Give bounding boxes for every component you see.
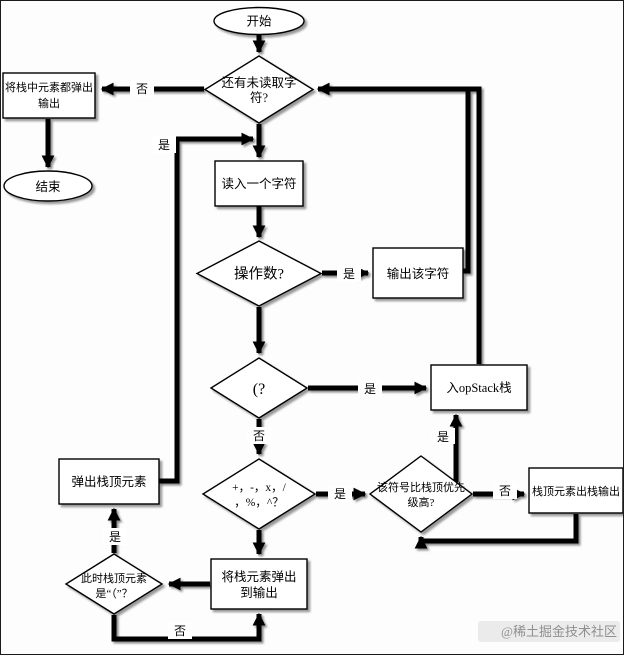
edge-label-bg	[130, 80, 154, 97]
pop-all-output-label-line1: 将栈中元素都弹出	[5, 80, 93, 94]
has-unread-label-line1: 还有未读取字	[221, 75, 296, 90]
edge-label-bg	[103, 528, 127, 545]
pop-all-output-label-line2: 输出	[38, 96, 60, 110]
start-label: 开始	[246, 15, 272, 29]
higher-priority-decision	[368, 455, 474, 533]
start-node	[213, 6, 305, 36]
is-operand-decision	[195, 240, 323, 307]
edge-label-no-unread: 否	[136, 82, 148, 96]
pop-top-output-label: 栈顶元素出栈输出	[532, 484, 620, 498]
edge-label-yes-unread: 是	[158, 138, 170, 152]
watermark-background	[478, 621, 620, 642]
edge-label-bg	[328, 485, 352, 502]
is-left-paren-decision	[209, 357, 309, 419]
end-node	[3, 170, 93, 202]
edge-outputchar-return	[316, 82, 471, 274]
is-operand-label: 操作数?	[234, 266, 284, 283]
edge-label-yes-priority: 是	[437, 430, 449, 444]
edge-label-no-priority: 否	[499, 484, 511, 498]
higher-priority-label-line2: 级高?	[408, 495, 435, 509]
edge-label-yes-operand: 是	[343, 267, 355, 281]
is-left-paren-label: (?	[253, 381, 265, 398]
output-char-node	[372, 247, 464, 299]
pop-top-node	[58, 458, 160, 505]
has-unread-decision	[203, 55, 315, 124]
output-char-label: 输出该字符	[387, 266, 450, 281]
top-is-paren-decision	[64, 553, 164, 615]
edge-label-bg	[247, 427, 271, 444]
edge-label-bg	[152, 136, 176, 153]
edge-label-bg	[493, 482, 517, 499]
read-char-node	[214, 160, 304, 207]
watermark-text: @稀土掘金技术社区	[501, 624, 617, 639]
pop-to-output-node	[210, 558, 308, 610]
edge-label-no-topparen: 否	[174, 624, 186, 638]
higher-priority-label-line1: 该符号比栈顶优先	[377, 480, 465, 494]
edge-label-yes-paren: 是	[364, 382, 376, 396]
edge-pushopstack-return	[467, 86, 482, 364]
edge-label-yes-topparen: 是	[109, 530, 121, 544]
top-is-paren-label-line2: 是“（”？	[95, 587, 132, 600]
pop-to-output-label-line1: 将栈元素弹出	[221, 569, 296, 584]
push-opstack-node	[430, 364, 528, 411]
has-unread-label-line2: 符?	[250, 90, 269, 105]
edge-label-bg	[358, 380, 382, 396]
pop-all-output-node	[2, 72, 96, 119]
push-opstack-label: 入opStack栈	[446, 380, 511, 395]
edge-poptop-return-loop	[159, 132, 255, 484]
edge-label-no-paren: 否	[253, 429, 265, 443]
read-char-label: 读入一个字符	[221, 176, 296, 191]
is-operator-label-line1: +，-，x，/	[232, 482, 287, 494]
top-is-paren-label-line1: 此时栈顶元素	[81, 571, 147, 585]
pop-top-label: 弹出栈顶元素	[71, 474, 146, 489]
is-operator-label-line2: ，%，^？	[234, 497, 283, 509]
is-operator-decision	[201, 458, 317, 530]
pop-to-output-label-line2: 到输出	[240, 585, 278, 600]
edge-label-yes-operator: 是	[334, 487, 346, 501]
edge-label-bg	[168, 622, 192, 639]
end-label: 结束	[35, 180, 61, 194]
edge-popoutput-loop	[414, 514, 579, 549]
pop-top-output-node	[528, 467, 623, 514]
edge-label-bg	[431, 428, 455, 444]
edge-label-bg	[337, 265, 361, 282]
